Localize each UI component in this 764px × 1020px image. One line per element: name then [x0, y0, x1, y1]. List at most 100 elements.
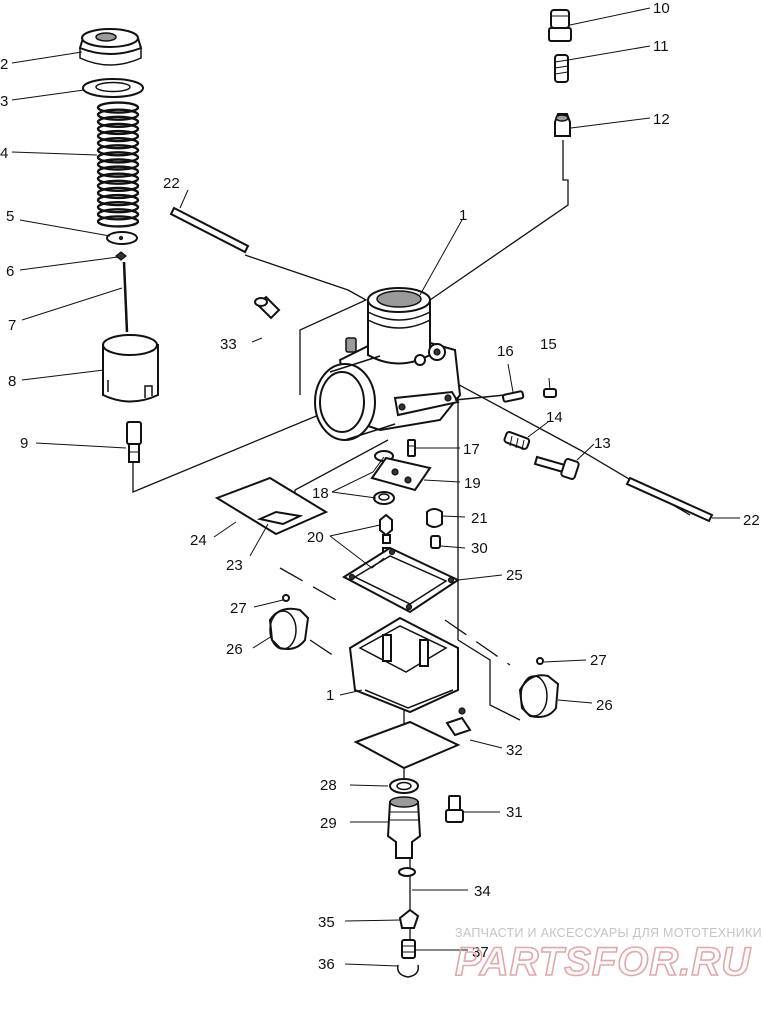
- spring-coil: [96, 201, 140, 214]
- float-dash-2: [309, 639, 341, 661]
- float-right: [518, 674, 560, 718]
- valve-seat-plate: [370, 456, 432, 492]
- spring-coil: [96, 208, 140, 221]
- callout-29: 29: [320, 815, 337, 832]
- spring-coil: [96, 179, 140, 193]
- callout-16: 16: [497, 343, 514, 360]
- jet-holder-washer: [389, 778, 419, 794]
- main-jet-clip: [396, 964, 420, 978]
- needle-retainer: [106, 231, 138, 245]
- callout-36: 36: [318, 956, 335, 973]
- callout-17: 17: [463, 441, 480, 458]
- fuel-inlet-fitting: [548, 9, 572, 42]
- throttle-stop-screw: [533, 455, 580, 480]
- assembly-lines: [132, 140, 691, 950]
- callout-26a: 26: [226, 641, 243, 658]
- callout-22a: 22: [163, 175, 180, 192]
- pilot-plug: [254, 295, 281, 320]
- callout-12: 12: [653, 111, 670, 128]
- float-pin-cap: [426, 508, 443, 528]
- callout-7: 7: [8, 317, 16, 334]
- spring-coil: [96, 165, 140, 178]
- throttle-stop-spring: [503, 431, 531, 451]
- bowl-bottom-plate: [353, 720, 461, 770]
- pilot-screw-spring: [543, 388, 557, 398]
- callout-labels: 1 1 2 3 4 5 6 7 8 9 10 11 12 13 14 15 16…: [0, 0, 760, 973]
- needle-clip: [115, 251, 127, 261]
- callout-31: 31: [506, 804, 523, 821]
- assembly-line-plate: [294, 439, 389, 495]
- assembly-line-stop-rod: [244, 254, 368, 395]
- watermark: ЗАПЧАСТИ И АКСЕССУАРЫ ДЛЯ МОТОТЕХНИКИ PA…: [454, 926, 762, 985]
- inlet-valve-body: [554, 113, 571, 137]
- needle-jet: [126, 421, 142, 463]
- callout-34: 34: [474, 883, 491, 900]
- pilot-screw: [454, 390, 525, 403]
- float-bowl: [348, 616, 459, 714]
- callout-25: 25: [506, 567, 523, 584]
- throttle-slide: [102, 334, 159, 403]
- watermark-logo: PARTSFOR.RU: [455, 940, 751, 984]
- callout-20: 20: [307, 529, 324, 546]
- spring-coil: [96, 186, 140, 200]
- callout-10: 10: [653, 0, 670, 17]
- spring-coil: [96, 172, 140, 185]
- callout-1b: 1: [326, 687, 334, 704]
- float-pin-right: [536, 657, 544, 665]
- throttle-stop-rod-upper: [169, 206, 250, 254]
- bowl-bolt: [445, 795, 464, 823]
- float-pin-left: [282, 594, 290, 602]
- callout-19: 19: [464, 475, 481, 492]
- callout-26b: 26: [596, 697, 613, 714]
- callout-15: 15: [540, 336, 557, 353]
- jet-needle: [122, 261, 129, 333]
- float-pin-screw: [430, 535, 441, 549]
- assembly-line-needle-valve: [429, 140, 569, 301]
- watermark-tagline: ЗАПЧАСТИ И АКСЕССУАРЫ ДЛЯ МОТОТЕХНИКИ: [455, 926, 762, 940]
- float-dash-1: [279, 567, 346, 606]
- callout-37: 37: [472, 944, 489, 961]
- main-jet-holder: [386, 796, 422, 859]
- callout-28: 28: [320, 777, 337, 794]
- callout-2: 2: [0, 56, 8, 73]
- main-jet-ring: [398, 867, 416, 877]
- spring-coil: [96, 101, 140, 114]
- drain-clip: [445, 707, 472, 737]
- spring-coil: [96, 193, 140, 207]
- callout-23: 23: [226, 557, 243, 574]
- callout-14: 14: [546, 409, 563, 426]
- spring-coil: [96, 215, 140, 228]
- callout-11: 11: [653, 38, 669, 55]
- throttle-stop-rod-lower: [625, 476, 714, 523]
- cap-washer: [82, 78, 144, 98]
- float-dash-3: [444, 619, 511, 666]
- assembly-line-drain: [457, 639, 521, 721]
- callout-5: 5: [6, 208, 14, 225]
- spring-coil: [96, 129, 140, 143]
- leader-lines: [11, 7, 740, 967]
- spring-coil: [96, 144, 140, 157]
- callout-13: 13: [594, 435, 611, 452]
- callout-33: 33: [220, 336, 237, 353]
- callout-27b: 27: [590, 652, 607, 669]
- spring-coil: [96, 151, 140, 164]
- callout-35: 35: [318, 914, 335, 931]
- spring-coil: [96, 122, 140, 136]
- o-ring-lower: [373, 491, 395, 505]
- float-clip: [256, 510, 304, 526]
- main-jet-baffle: [398, 908, 420, 929]
- spring-coil: [96, 108, 140, 121]
- float-bowl-gasket: [342, 546, 461, 614]
- callout-8: 8: [8, 373, 16, 390]
- spring-coil: [96, 136, 140, 150]
- callout-1a: 1: [459, 207, 467, 224]
- body-screw: [407, 439, 416, 457]
- needle-valve-seat: [379, 513, 393, 544]
- top-cap: [78, 28, 143, 66]
- callout-32: 32: [506, 742, 523, 759]
- spring-coil: [96, 115, 140, 128]
- float-left: [268, 607, 310, 650]
- callout-4: 4: [0, 145, 8, 162]
- callout-30: 30: [471, 540, 488, 557]
